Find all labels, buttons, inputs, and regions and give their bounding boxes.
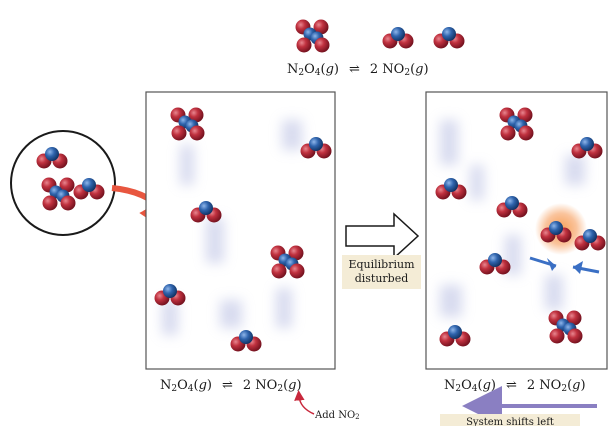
right-equation: N2O4(g)⇌2 NO2(g) [444, 378, 586, 394]
top-no2-molecule [382, 27, 414, 49]
add-no2-arrow-icon [294, 390, 315, 415]
add-no2-label: Add NO2 [315, 410, 360, 421]
top-no2-molecule [433, 27, 465, 49]
equilibrium-disturbed-label: Equilibrium disturbed [342, 255, 421, 289]
top-n2o4-molecule [295, 19, 330, 53]
left-container [145, 91, 336, 370]
top-equation: N2O4(g)⇌2 NO2(g) [287, 62, 429, 78]
zoom-circle [10, 130, 116, 236]
equilibrium-arrow-icon: ⇌ [222, 378, 233, 393]
equilibrium-arrow-icon: ⇌ [349, 62, 360, 77]
right-container [425, 91, 608, 370]
disturbance-arrow-icon [345, 212, 420, 260]
left-equation: N2O4(g)⇌2 NO2(g) [160, 378, 302, 394]
system-shifts-left-label: System shifts left [440, 414, 580, 426]
equilibrium-arrow-icon: ⇌ [506, 378, 517, 393]
